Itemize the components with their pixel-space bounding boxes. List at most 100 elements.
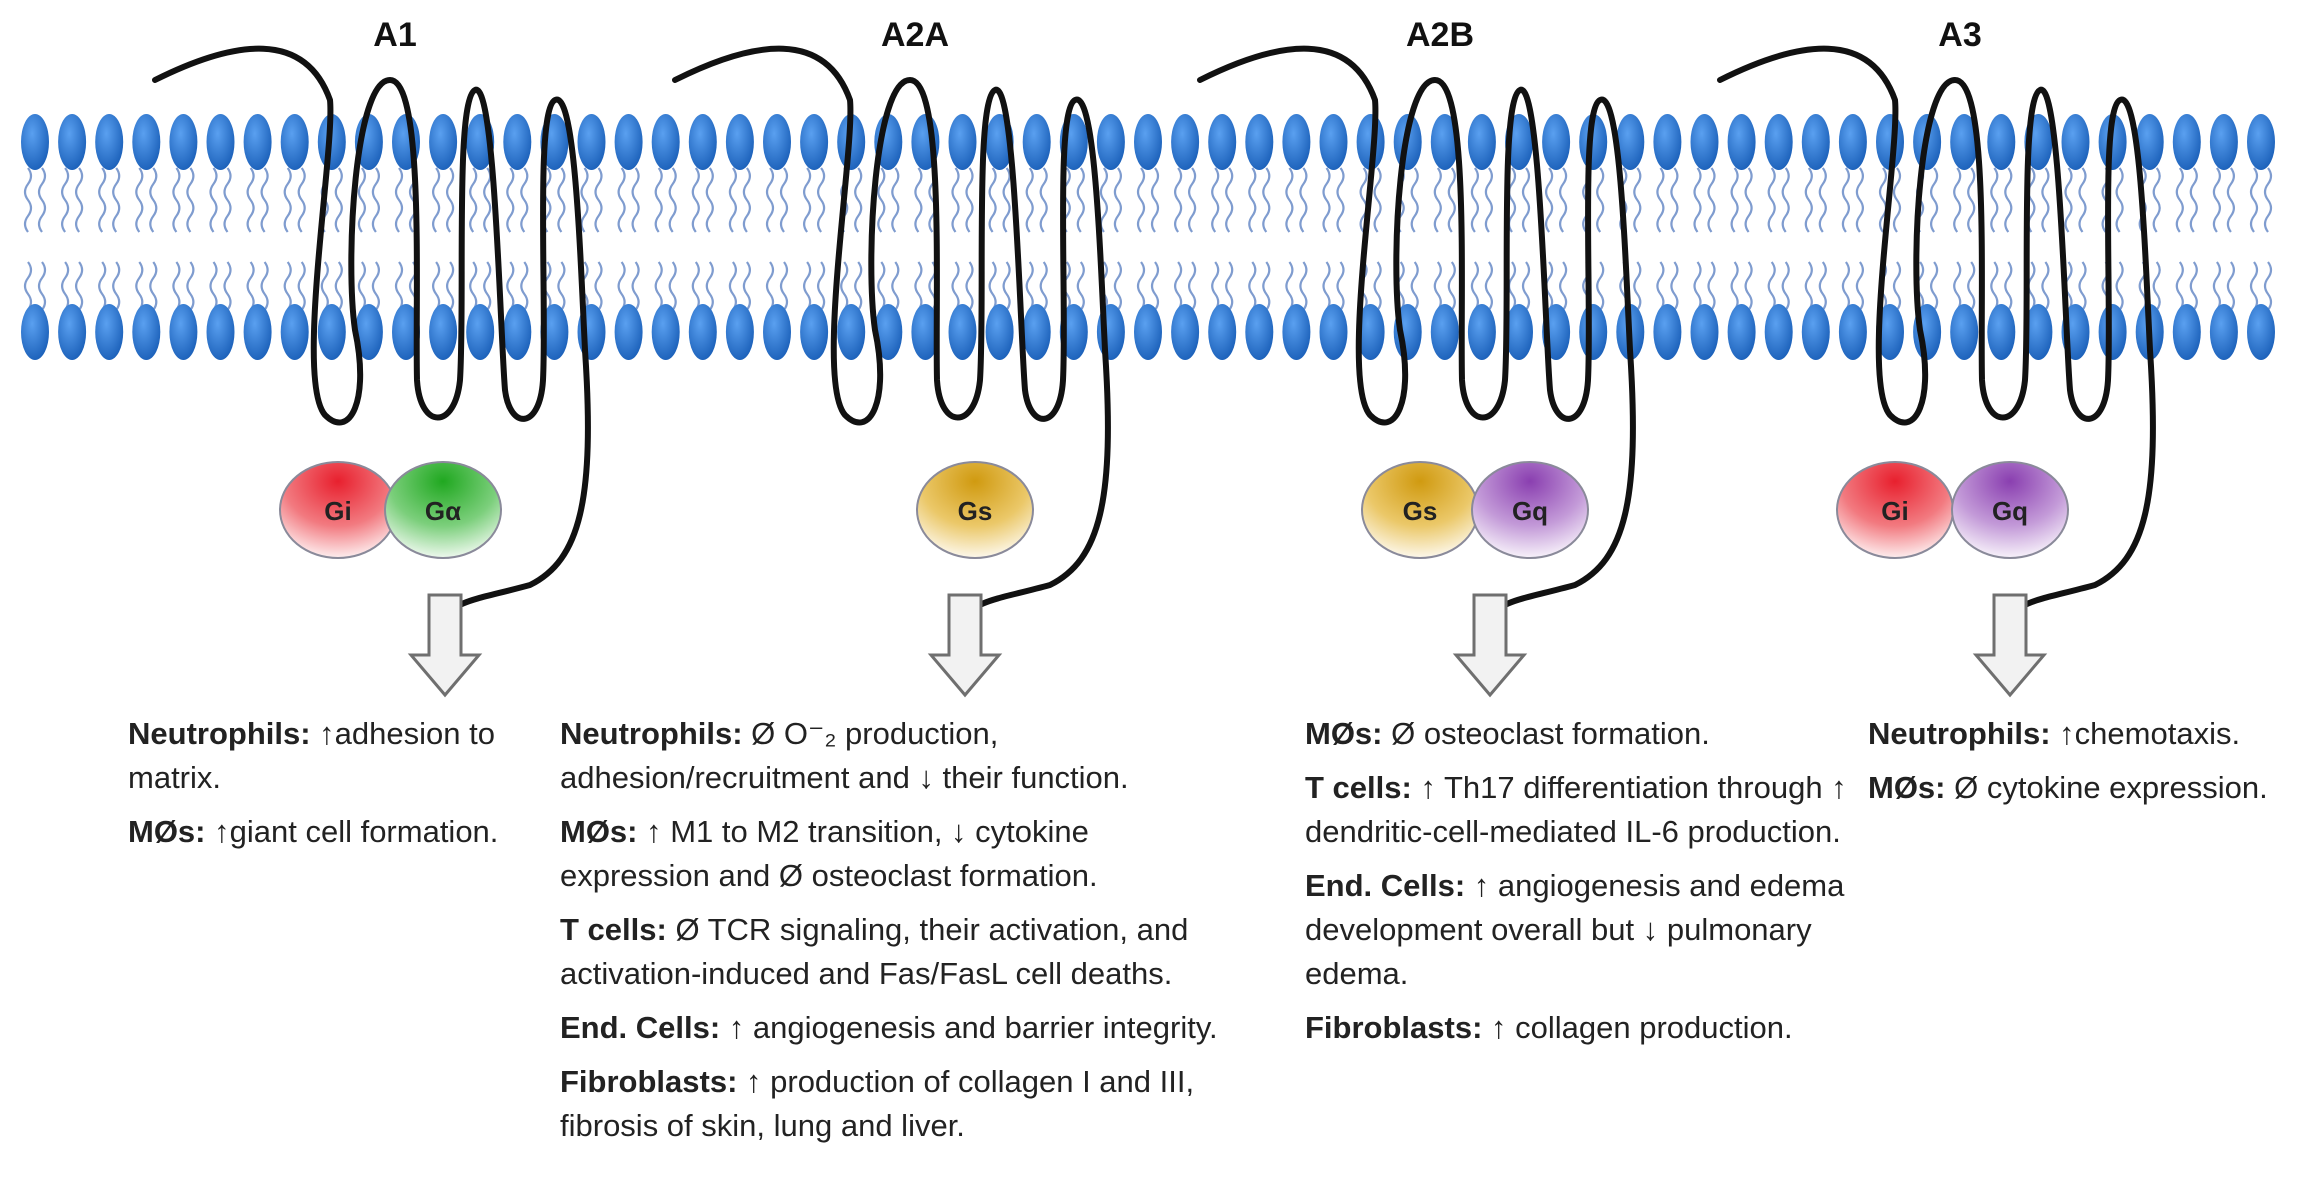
lipid-tail [779, 167, 789, 233]
lipid-tail [854, 167, 863, 233]
lipid-tail [2078, 167, 2087, 233]
phospholipid-head [1801, 114, 1830, 170]
lipid-tail [1953, 167, 1962, 233]
phospholipid-head [1727, 304, 1756, 360]
g-protein-gs: Gs [916, 461, 1034, 559]
phospholipid-head [2024, 304, 2053, 360]
effect-text: Ø osteoclast formation. [1382, 716, 1710, 751]
cell-type: MØs: [560, 814, 638, 849]
lipid-tail [61, 167, 70, 233]
lipid-tail [394, 167, 404, 233]
receptor-label: A3 [1938, 16, 1981, 54]
lipid-tail [2249, 167, 2259, 233]
lipid-tail [149, 167, 158, 233]
lipid-tail [1262, 167, 1271, 233]
receptor-chain [1717, 45, 2156, 623]
phospholipid-head [243, 304, 272, 360]
lipid-tail [1744, 167, 1753, 233]
effect-text: ↑ M1 to M2 transition, ↓ cytokine expres… [560, 814, 1098, 893]
effect-arrow [1452, 593, 1528, 698]
lipid-tail [1730, 167, 1739, 233]
lipid-tail [1211, 167, 1220, 233]
phospholipid-head [800, 304, 829, 360]
effect-item: Fibroblasts: ↑ production of collagen I … [560, 1060, 1240, 1148]
lipid-tail [1878, 167, 1888, 233]
effect-text: ↑ Th17 differentiation through ↑ dendrit… [1305, 770, 1847, 849]
lipid-tail [1521, 167, 1531, 233]
lipid-tail [1596, 167, 1605, 233]
cell-type: MØs: [128, 814, 206, 849]
lipid-tail [1990, 167, 1999, 233]
lipid-tail [469, 167, 478, 233]
lipid-tail [1299, 167, 1308, 233]
g-protein-gi: Gi [1836, 461, 1954, 559]
lipid-tail [1188, 167, 1197, 233]
lipid-tail [172, 167, 181, 233]
lipid-tail [557, 167, 566, 233]
phospholipid-head [1059, 304, 1088, 360]
cell-type: Neutrophils: [560, 716, 743, 751]
lipid-tail [446, 167, 455, 233]
lipid-tail [483, 167, 492, 233]
lipid-tail [765, 167, 775, 233]
phospholipid-head [1171, 304, 1200, 360]
g-protein-label: Gα [425, 496, 461, 526]
g-protein-gq: Gq [1951, 461, 2069, 559]
lipid-tail [1633, 167, 1642, 233]
phospholipid-head [651, 304, 680, 360]
lipid-tail [260, 167, 269, 233]
phospholipid-head [1542, 114, 1571, 170]
receptor-chain [152, 45, 591, 623]
cell-type: T cells: [560, 912, 667, 947]
lipid-tail [2115, 167, 2124, 233]
lipid-tail [506, 167, 515, 233]
lipid-tail [742, 167, 751, 233]
phospholipid-head [169, 114, 198, 170]
lipid-tail [988, 167, 997, 233]
phospholipid-head [1876, 304, 1904, 360]
effect-item: End. Cells: ↑ angiogenesis and barrier i… [560, 1006, 1240, 1050]
effect-item: MØs: Ø osteoclast formation. [1305, 712, 1865, 756]
lipid-tail [1359, 167, 1368, 233]
lipid-tail [1470, 167, 1479, 233]
effect-item: MØs: Ø cytokine expression. [1868, 766, 2278, 810]
effect-arrow [1972, 593, 2048, 698]
lipid-tail [246, 167, 255, 233]
effect-text: Ø O⁻₂ production, adhesion/recruitment a… [560, 716, 1129, 795]
effect-item: Neutrophils: ↑adhesion to matrix. [128, 712, 528, 800]
effect-item: T cells: ↑ Th17 differentiation through … [1305, 766, 1865, 854]
lipid-tail [1113, 167, 1122, 233]
effect-item: T cells: Ø TCR signaling, their activati… [560, 908, 1240, 996]
effect-text: ↑giant cell formation. [205, 814, 499, 849]
lipid-tail [1174, 167, 1183, 233]
lipid-tail [1002, 167, 1011, 233]
effect-text: ↑ production of collagen I and III, fibr… [560, 1064, 1195, 1143]
lipid-tail [668, 167, 677, 233]
lipid-tail [691, 167, 700, 233]
phospholipid-head [21, 114, 49, 170]
phospholipid-head [95, 114, 124, 170]
lipid-tail [1656, 167, 1665, 233]
lipid-tail [705, 167, 714, 233]
phospholipid-head [1022, 304, 1051, 360]
lipid-tail [2263, 167, 2273, 233]
phospholipid-head [1282, 304, 1311, 360]
lipid-tail [817, 167, 826, 233]
phospholipid-head [1801, 304, 1830, 360]
phospholipid-head [1764, 114, 1793, 170]
lipid-tail [371, 167, 380, 233]
lipid-tail [2152, 167, 2161, 233]
lipid-tail [580, 167, 589, 233]
effect-arrow [407, 593, 483, 698]
phospholipid-head [2247, 114, 2275, 170]
lipid-tail [1136, 167, 1146, 233]
phospholipid-head [2247, 304, 2275, 360]
phospholipid-head [651, 114, 680, 170]
phospholipid-head [2209, 114, 2238, 170]
lipid-tail [1841, 167, 1850, 233]
g-protein-label: Gq [1992, 496, 2028, 526]
lipid-tail [1818, 167, 1827, 233]
phospholipid-head [58, 114, 87, 170]
phospholipid-head [21, 304, 49, 360]
